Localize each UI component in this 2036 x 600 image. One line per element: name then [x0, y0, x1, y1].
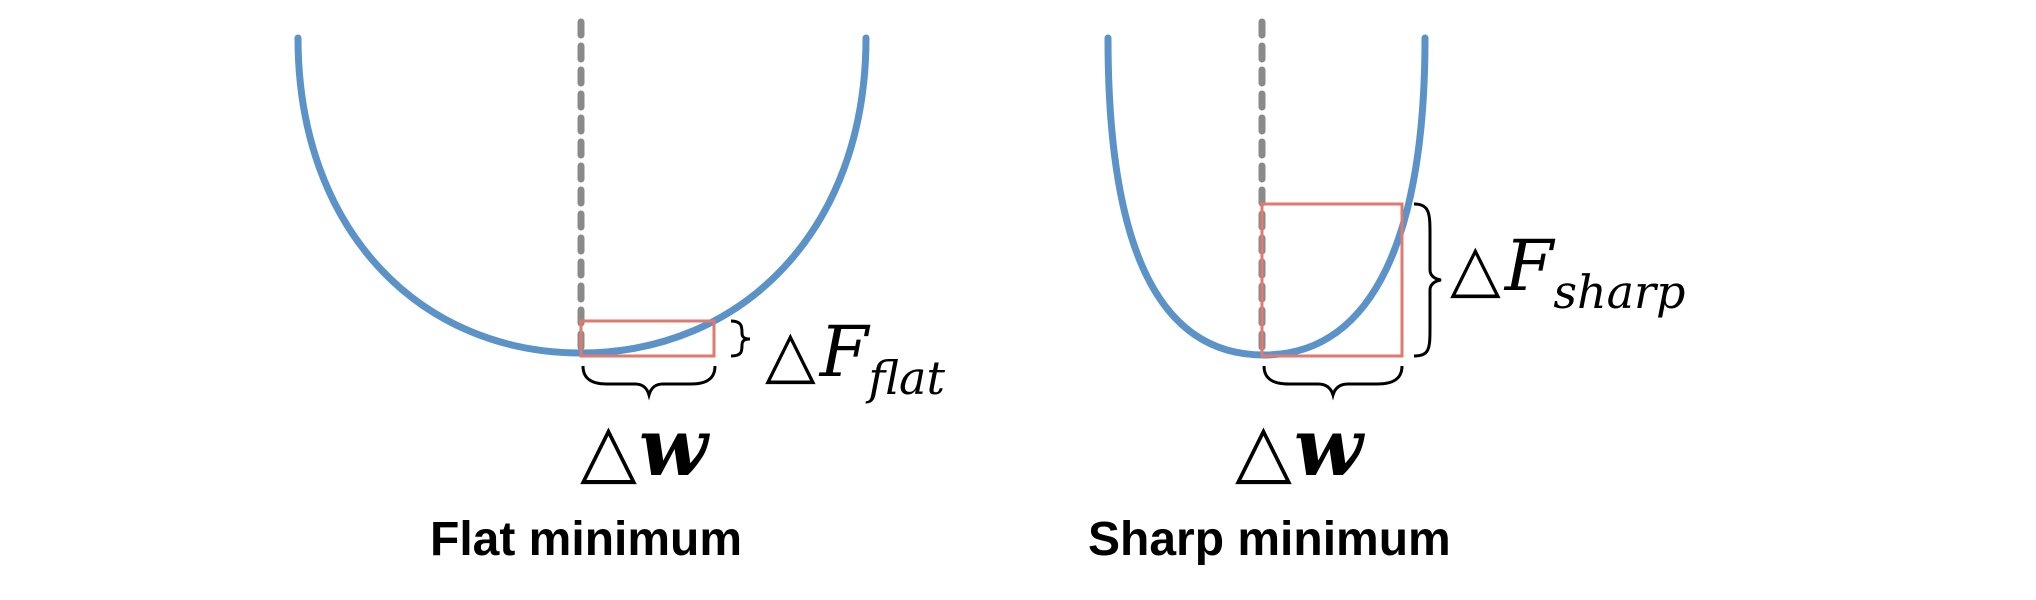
sharp-delta-box [1260, 202, 1404, 358]
flat-delta-f-label: △Fflat [765, 311, 945, 405]
flat-w-symbol: w [639, 400, 711, 494]
sharp-panel: △Fsharp △w Sharp minimum [1088, 18, 1685, 566]
flat-f-symbol: F [818, 311, 871, 393]
sharp-delta-symbol: △ [1450, 229, 1501, 306]
flat-f-subscript: flat [865, 351, 945, 405]
flat-w-delta-symbol: △ [580, 407, 637, 493]
sharp-w-symbol: w [1294, 400, 1366, 494]
sharp-delta-w-label: △w [1235, 400, 1366, 494]
flat-delta-box [579, 319, 716, 358]
sharp-w-delta-symbol: △ [1235, 407, 1292, 493]
flat-delta-w-label: △w [580, 400, 711, 494]
flat-delta-f-brace [730, 319, 751, 358]
flat-panel: △Fflat △w Flat minimum [294, 18, 945, 566]
sharp-delta-w-brace [1262, 365, 1404, 401]
sharp-f-subscript: sharp [1553, 265, 1685, 319]
flat-delta-w-brace [581, 365, 717, 401]
sharp-delta-f-label: △Fsharp [1450, 225, 1685, 319]
sharp-loss-curve [1104, 34, 1429, 359]
flat-delta-symbol: △ [765, 315, 816, 392]
flat-minimum-caption: Flat minimum [430, 513, 742, 566]
sharp-delta-f-brace [1413, 202, 1442, 358]
sharp-f-symbol: F [1503, 225, 1556, 307]
sharp-minimum-caption: Sharp minimum [1088, 513, 1451, 566]
